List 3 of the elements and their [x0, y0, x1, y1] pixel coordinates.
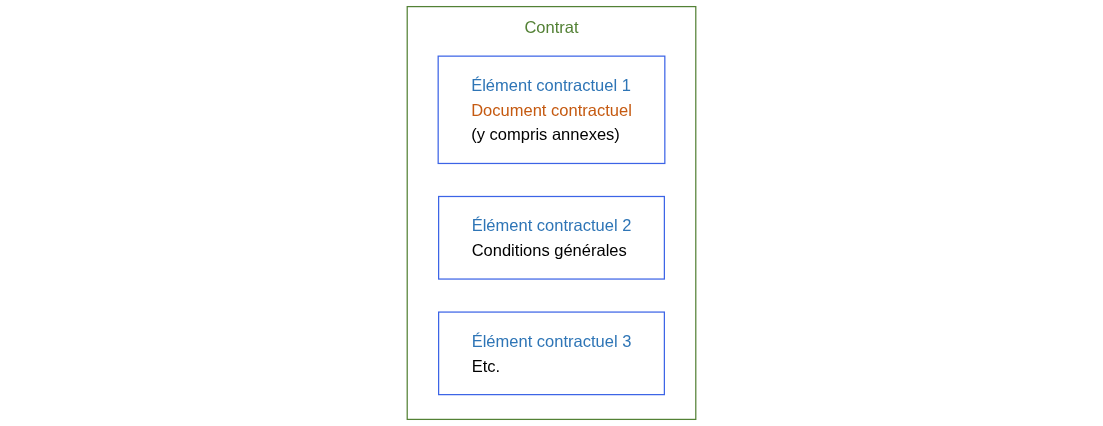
- node-box: [437, 55, 666, 165]
- node-box: [438, 311, 665, 396]
- node-box: [438, 195, 665, 280]
